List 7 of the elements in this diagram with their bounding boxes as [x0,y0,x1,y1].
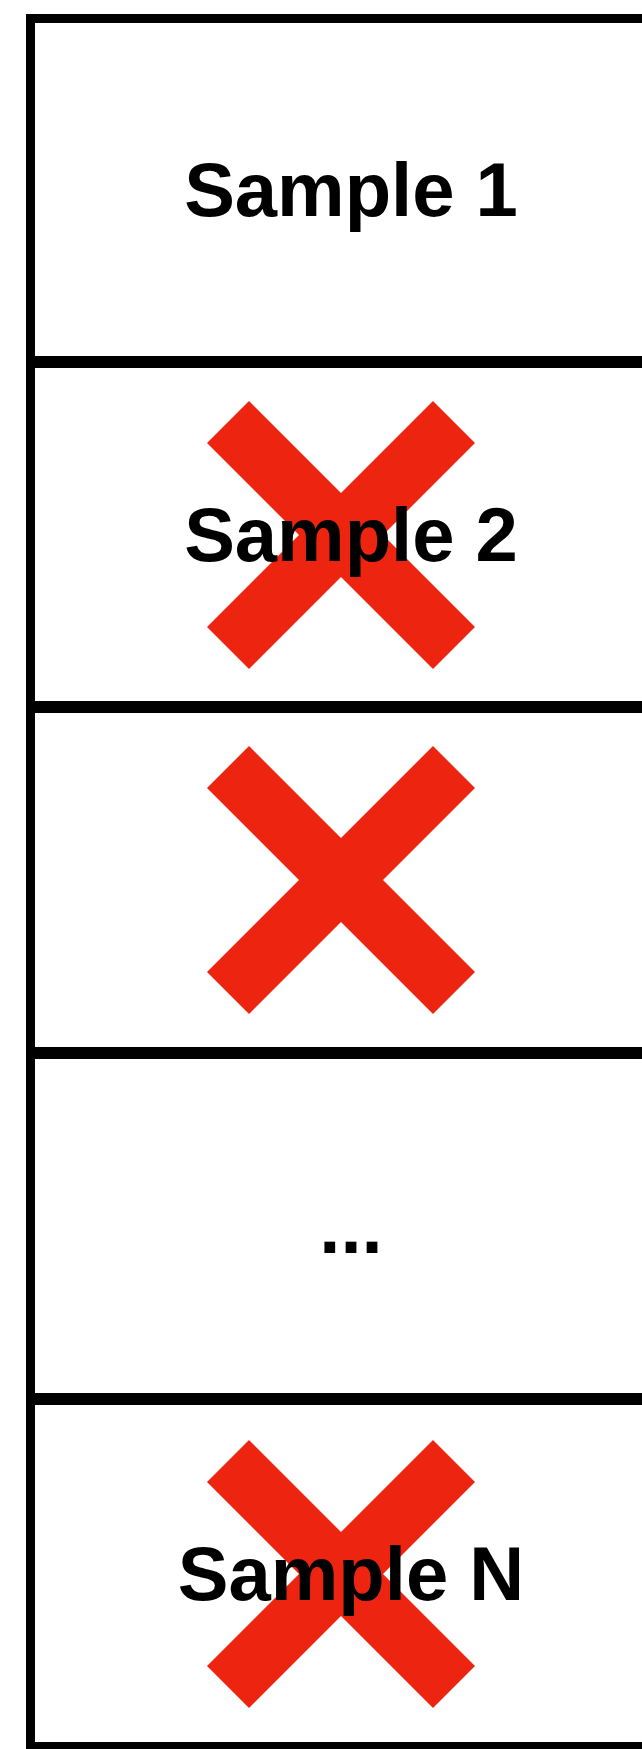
table-cell [26,359,642,704]
sample-label: ... [319,1182,383,1270]
table-cell [26,1050,642,1396]
sample-label: Sample 1 [184,146,518,233]
table-cell [26,1396,642,1749]
table-cell [26,14,642,359]
empty-table-cell [26,704,642,1050]
